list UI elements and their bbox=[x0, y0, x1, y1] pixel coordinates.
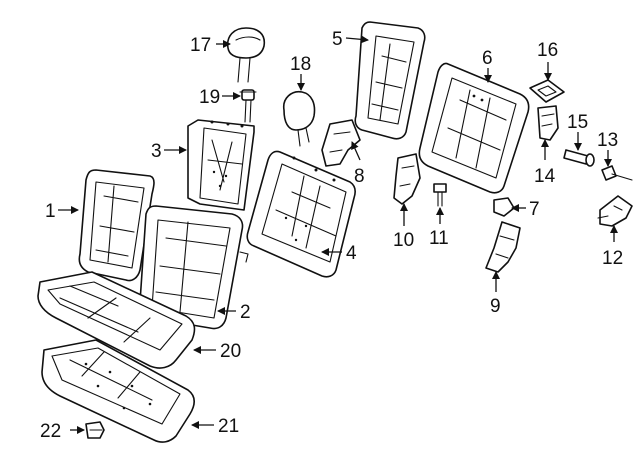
callout-12: 12 bbox=[602, 248, 623, 269]
seatback-cushion-right bbox=[246, 150, 356, 278]
clip-7 bbox=[493, 197, 515, 217]
seatback-left bbox=[78, 169, 155, 282]
leader-lines bbox=[58, 35, 618, 434]
headrest-guide bbox=[239, 89, 257, 123]
bracket-12 bbox=[597, 195, 633, 227]
seat-cushion bbox=[37, 271, 196, 369]
bracket-8 bbox=[321, 119, 361, 167]
pad-16 bbox=[529, 79, 565, 103]
callout-7: 7 bbox=[529, 199, 540, 220]
seatback-frame-left bbox=[354, 21, 426, 140]
latch-14 bbox=[537, 105, 559, 141]
callout-21: 21 bbox=[218, 416, 239, 437]
leader-5 bbox=[345, 35, 369, 44]
bracket-10 bbox=[393, 153, 421, 205]
callout-14: 14 bbox=[534, 166, 556, 187]
callout-15: 15 bbox=[567, 112, 588, 133]
callout-3: 3 bbox=[151, 141, 162, 162]
seatback-right bbox=[138, 205, 249, 330]
callout-2: 2 bbox=[240, 302, 251, 323]
callout-8: 8 bbox=[354, 166, 365, 187]
callout-labels: 17 18 19 3 1 2 20 21 22 4 8 5 6 16 14 15… bbox=[40, 29, 623, 442]
callout-5: 5 bbox=[332, 29, 343, 50]
callout-17: 17 bbox=[190, 35, 211, 56]
bracket-9 bbox=[485, 221, 521, 273]
clip bbox=[85, 421, 105, 439]
headrest-center bbox=[282, 90, 316, 147]
callout-13: 13 bbox=[597, 130, 618, 151]
callout-1: 1 bbox=[45, 201, 56, 222]
pin-15 bbox=[563, 149, 595, 167]
bolt-11 bbox=[433, 183, 447, 207]
callout-10: 10 bbox=[393, 230, 414, 251]
callout-19: 19 bbox=[199, 87, 220, 108]
callout-18: 18 bbox=[290, 54, 311, 75]
seatback-cushion-upper bbox=[187, 119, 255, 211]
callout-22: 22 bbox=[40, 421, 61, 442]
seatback-frame-right bbox=[418, 62, 530, 194]
callout-9: 9 bbox=[490, 296, 501, 317]
callout-20: 20 bbox=[220, 341, 241, 362]
headrest-left bbox=[226, 27, 266, 83]
callout-6: 6 bbox=[482, 48, 493, 69]
bolt-13 bbox=[601, 165, 633, 181]
callout-16: 16 bbox=[537, 40, 558, 61]
callout-11: 11 bbox=[429, 228, 449, 249]
leader-8 bbox=[351, 141, 361, 161]
callout-4: 4 bbox=[346, 243, 357, 264]
seat-cushion-frame bbox=[41, 339, 196, 443]
